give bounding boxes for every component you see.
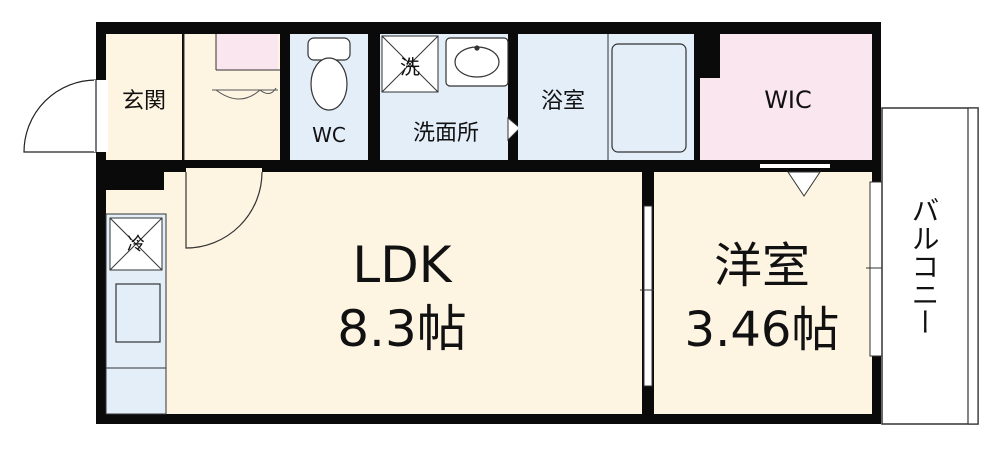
wic-floor — [700, 34, 872, 160]
entry-door-swing — [23, 79, 97, 153]
label-ldk-name: LDK — [352, 236, 452, 294]
balcony-window — [869, 181, 883, 357]
washroom-door-icon — [507, 116, 521, 142]
youshitsu-floor — [654, 172, 872, 414]
ldk-door-swing — [185, 171, 263, 249]
wic-wall-block — [694, 34, 720, 78]
label-youshitsu-name: 洋室 — [714, 238, 810, 294]
label-balcony: バルコニー — [908, 196, 941, 336]
sink-icon — [445, 37, 509, 87]
ldk-wall-notch — [96, 160, 164, 190]
balcony-rail — [967, 107, 979, 425]
wic-door-icon — [787, 171, 821, 197]
label-genkan: 玄関 — [122, 89, 166, 114]
toilet-icon — [307, 37, 351, 111]
bathtub-icon — [611, 43, 687, 153]
label-sentaku: 洗 — [400, 55, 420, 79]
label-senmenjo: 洗面所 — [413, 121, 479, 146]
ldk-floor — [106, 172, 642, 414]
label-rei: 冷 — [127, 234, 145, 255]
label-yokushitsu: 浴室 — [541, 89, 585, 114]
label-ldk-size: 8.3帖 — [337, 300, 467, 358]
genkan-floor — [106, 34, 182, 160]
entry-door-opening — [94, 80, 108, 152]
label-wc: WC — [312, 123, 346, 147]
partition-door — [643, 205, 653, 387]
label-wic: WIC — [764, 86, 812, 114]
label-youshitsu-size: 3.46帖 — [685, 302, 840, 358]
refrigerator-icon — [109, 217, 163, 271]
balcony-floor — [881, 107, 979, 425]
entry-closet-pink — [216, 34, 278, 70]
kitchen-sink-icon — [115, 283, 161, 343]
washing-machine-icon — [381, 35, 439, 93]
